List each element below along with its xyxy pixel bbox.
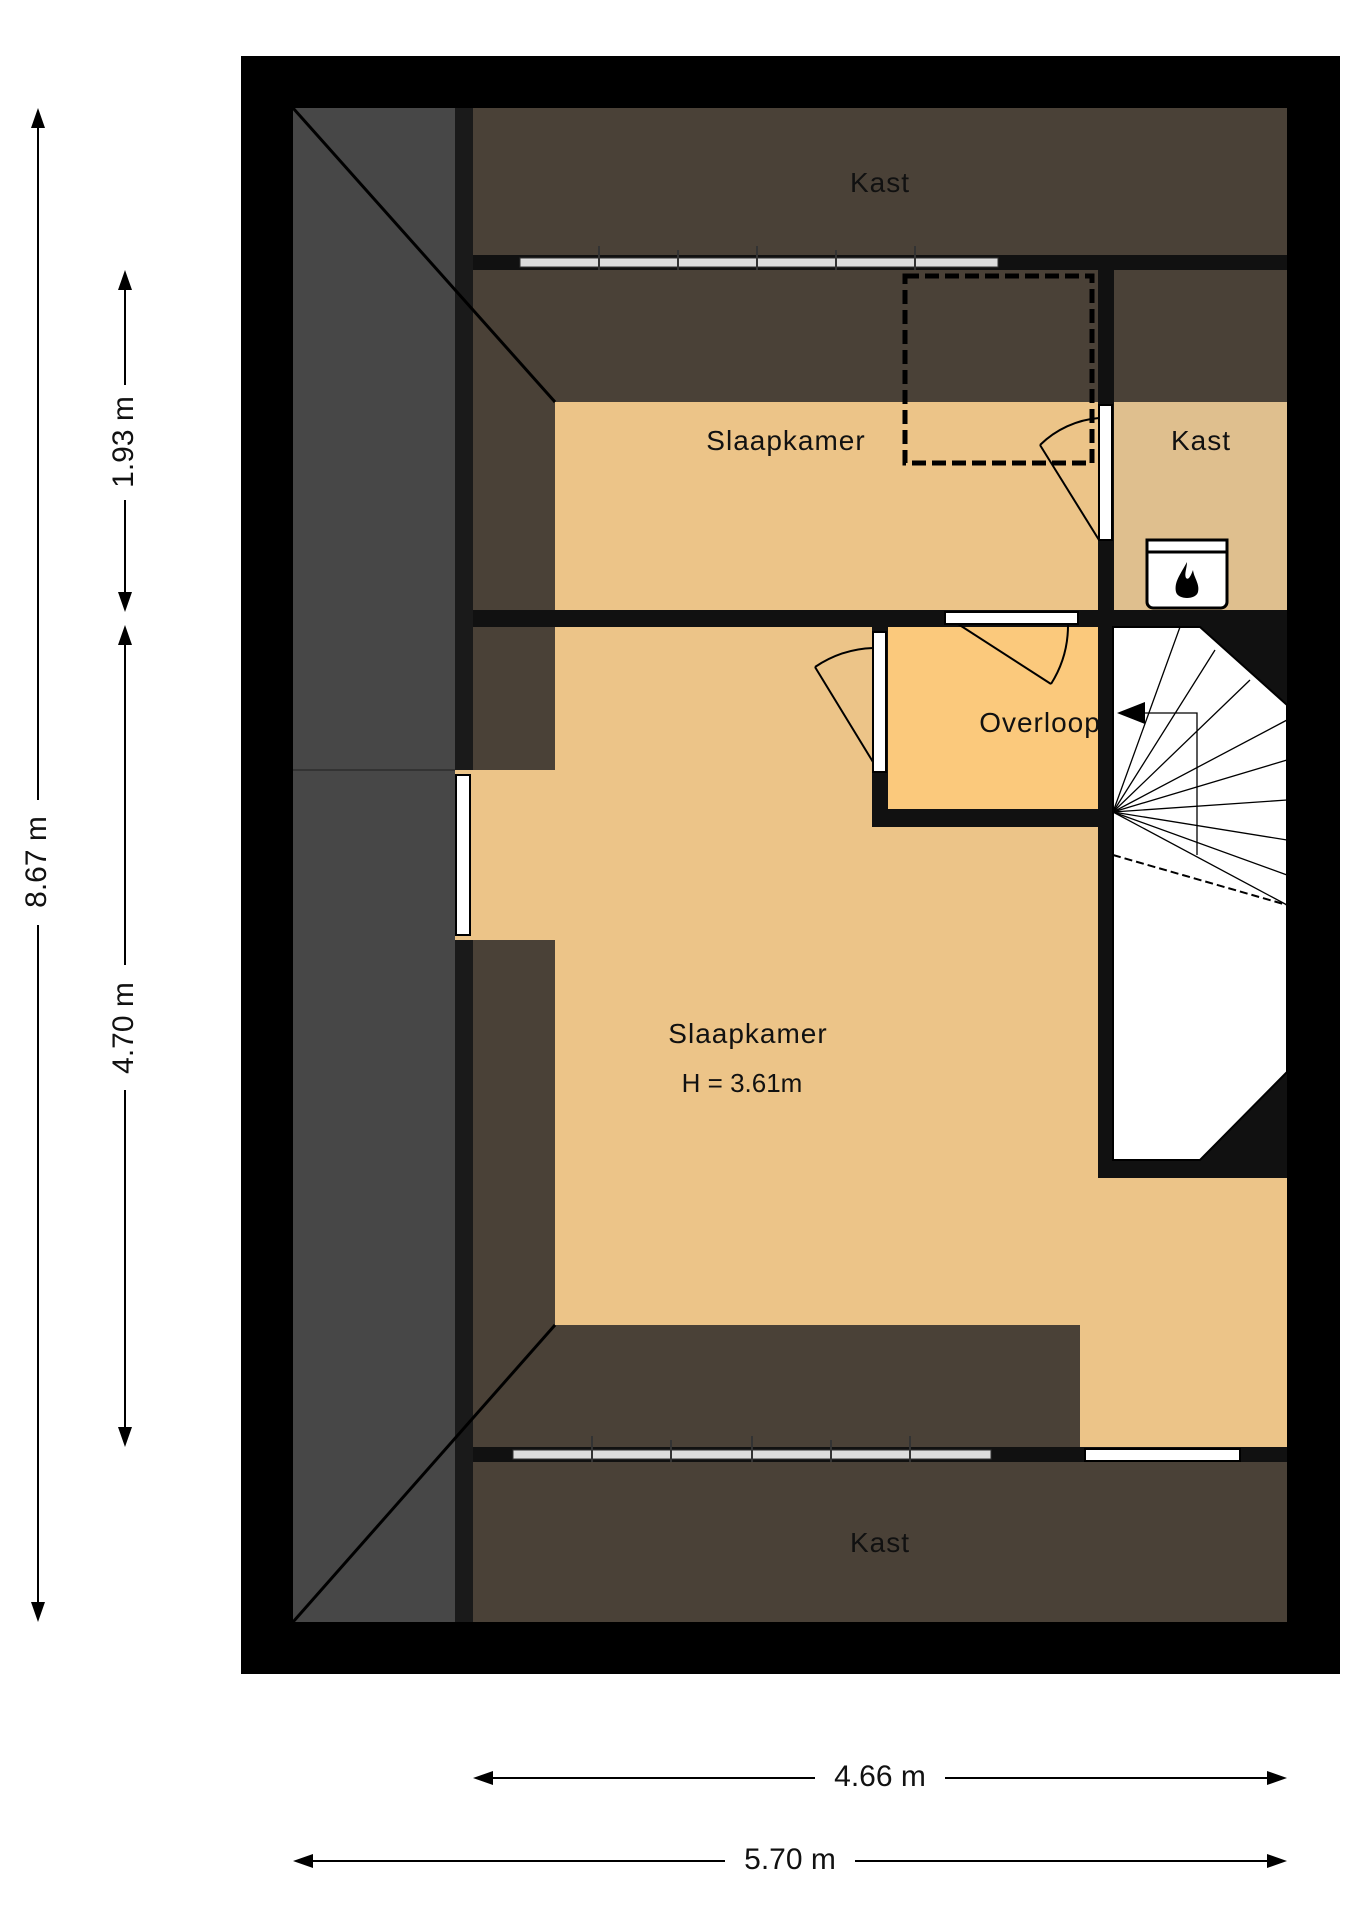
- landing-floor: [888, 627, 1113, 809]
- dim-top-room-arrow-bottom: [118, 592, 132, 612]
- dim-inner-width-arrow-left: [473, 1771, 493, 1785]
- kast-door-frame: [1098, 404, 1113, 541]
- main-bedroom-left-slope-bottom: [473, 940, 555, 1325]
- overloop-top-door-swing: [1050, 623, 1070, 685]
- dim-total-height-arrow-bottom: [31, 1602, 45, 1622]
- left-window-opening: [455, 770, 555, 940]
- kast-top-area: [473, 108, 1287, 255]
- boiler-icon: [1145, 538, 1229, 610]
- label-kast-top: Kast: [850, 167, 910, 198]
- dim-main-room-arrow-bottom: [118, 1427, 132, 1447]
- upper-bedroom-floor: [555, 402, 1098, 610]
- label-main-room-depth: 4.70 m: [107, 982, 140, 1074]
- label-slaapkamer-height: H = 3.61m: [682, 1068, 803, 1098]
- top-sliding-door: [519, 257, 999, 268]
- stair-direction-line: [1140, 712, 1198, 855]
- label-overloop: Overloop: [979, 707, 1101, 738]
- left-window: [455, 774, 471, 936]
- dim-total-width-arrow-left: [293, 1854, 313, 1868]
- overloop-left-door-leaf: [814, 666, 874, 763]
- kast-door-leaf: [1039, 444, 1100, 541]
- stair-treads: [1112, 626, 1288, 906]
- label-kast-right: Kast: [1171, 425, 1231, 456]
- label-top-room-depth: 1.93 m: [107, 396, 140, 488]
- middle-wall: [473, 610, 1287, 627]
- roof-diagonal-top: [291, 107, 557, 403]
- flame-icon: [1175, 562, 1199, 598]
- kast-door-swing: [1039, 417, 1100, 446]
- dim-inner-width-arrow-right: [1267, 1771, 1287, 1785]
- stair-direction-arrow: [1117, 702, 1145, 724]
- roof-overhang: [293, 108, 455, 1622]
- attic-hatch: [902, 273, 1095, 466]
- stair-landing-line: [1112, 854, 1288, 906]
- main-bedroom-left-slope-top: [473, 627, 555, 770]
- dim-main-room-arrow-top: [118, 625, 132, 645]
- dim-top-room-arrow-top: [118, 270, 132, 290]
- label-total-width: 5.70 m: [744, 1843, 836, 1876]
- bottom-window: [1084, 1448, 1241, 1462]
- upper-bedroom-left-slope: [473, 402, 555, 610]
- label-slaapkamer-main: Slaapkamer: [668, 1018, 827, 1049]
- stairs: [1112, 626, 1288, 1161]
- overloop-left-door-swing: [814, 647, 874, 668]
- main-bedroom-bottom-slope: [473, 1325, 1080, 1447]
- roof-diagonal-bottom: [291, 1324, 557, 1623]
- dim-total-width-arrow-right: [1267, 1854, 1287, 1868]
- overloop-top-door-leaf: [957, 623, 1052, 685]
- overloop-top-door-frame: [944, 611, 1079, 625]
- label-total-height: 8.67 m: [20, 816, 53, 908]
- label-slaapkamer-top: Slaapkamer: [706, 425, 865, 456]
- dim-total-height-arrow-top: [31, 108, 45, 128]
- label-inner-width: 4.66 m: [834, 1760, 926, 1793]
- kast-bottom-area: [473, 1462, 1287, 1622]
- kast-right-sloped: [1114, 270, 1287, 402]
- overloop-left-door-frame: [872, 631, 887, 773]
- label-kast-bottom: Kast: [850, 1527, 910, 1558]
